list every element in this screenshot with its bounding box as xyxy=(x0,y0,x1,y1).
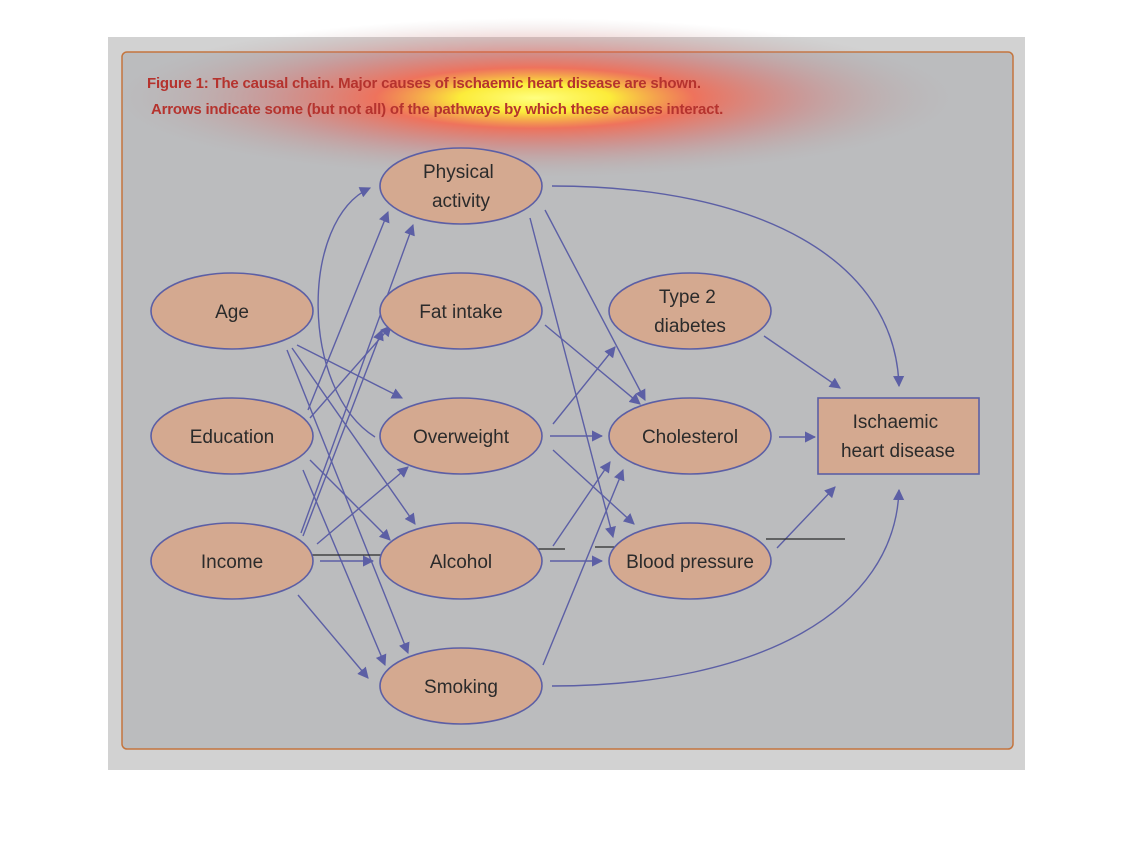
arrow-education-physical-activity xyxy=(307,210,390,411)
arrow-income-smoking xyxy=(297,594,369,679)
arrow-income-physical-activity xyxy=(300,223,415,534)
arrow-smoking-ihd xyxy=(551,488,905,687)
node-physical-activity-label: Physical activity xyxy=(423,162,499,212)
node-physical-activity: Physical activity xyxy=(379,147,543,225)
node-smoking-label: Smoking xyxy=(424,677,498,698)
node-alcohol-label: Alcohol xyxy=(430,552,492,573)
arrow-blood-pressure-ihd xyxy=(776,486,836,549)
node-alcohol: Alcohol xyxy=(379,522,543,600)
attention-heatmap xyxy=(115,18,955,178)
arrow-age-alcohol xyxy=(291,347,416,525)
arrow-physical-activity-blood-pressure xyxy=(529,217,616,539)
arrow-age-physical-activity xyxy=(317,187,376,438)
node-age: Age xyxy=(150,272,314,350)
arrow-physical-activity-cholesterol xyxy=(544,209,646,401)
arrow-diabetes-ihd xyxy=(763,335,841,389)
node-income-label: Income xyxy=(201,552,263,573)
node-education: Education xyxy=(150,397,314,475)
node-blood-pressure: Blood pressure xyxy=(608,522,772,600)
node-blood-pressure-label: Blood pressure xyxy=(626,552,754,573)
arrows xyxy=(286,185,905,687)
node-age-label: Age xyxy=(215,302,249,323)
node-overweight-label: Overweight xyxy=(413,427,510,448)
node-income: Income xyxy=(150,522,314,600)
arrow-income-overweight xyxy=(316,466,409,545)
arrow-smoking-cholesterol xyxy=(542,468,625,666)
arrow-alcohol-cholesterol xyxy=(552,461,611,547)
arrow-age-overweight xyxy=(296,344,403,399)
node-type2-diabetes-label: Type 2 diabetes xyxy=(654,287,726,337)
node-type2-diabetes: Type 2 diabetes xyxy=(608,272,772,350)
node-fat-intake-label: Fat intake xyxy=(419,302,502,323)
figure-caption-line-2: Arrows indicate some (but not all) of th… xyxy=(151,101,724,118)
node-ihd-label: Ischaemic heart disease xyxy=(841,412,955,462)
node-cholesterol-label: Cholesterol xyxy=(642,427,738,448)
arrow-income-fat-intake xyxy=(302,328,384,537)
arrow-age-smoking xyxy=(286,349,410,655)
node-smoking: Smoking xyxy=(379,647,543,725)
arrow-fat-intake-cholesterol xyxy=(544,324,641,405)
node-fat-intake: Fat intake xyxy=(379,272,543,350)
node-ischaemic-heart-disease: Ischaemic heart disease xyxy=(817,397,980,475)
node-education-label: Education xyxy=(190,427,275,448)
arrow-overweight-diabetes xyxy=(552,346,616,425)
node-overweight: Overweight xyxy=(379,397,543,475)
arrow-education-smoking xyxy=(302,469,387,667)
arrow-physical-activity-ihd xyxy=(551,185,905,388)
figure-caption-line-1: Figure 1: The causal chain. Major causes… xyxy=(147,75,701,92)
node-cholesterol: Cholesterol xyxy=(608,397,772,475)
